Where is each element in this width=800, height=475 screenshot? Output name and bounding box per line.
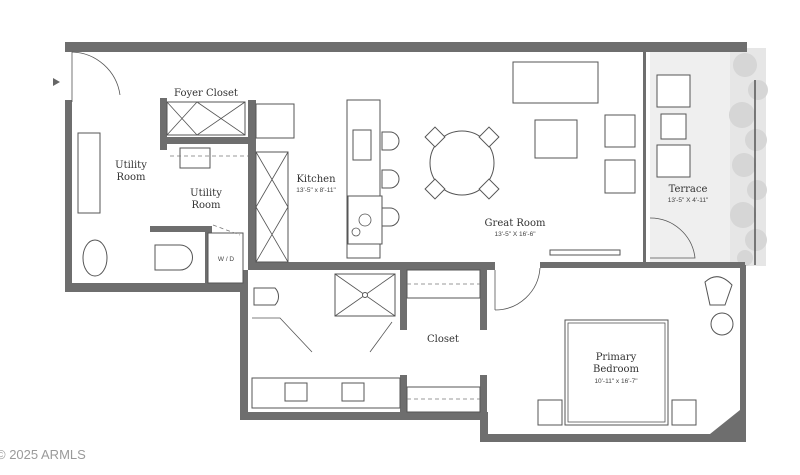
kitchen-label: Kitchen [296,174,336,185]
terrace-dims: 13'-5" X 4'-11" [668,197,709,204]
planter-foliage [729,48,768,266]
nightstand [671,399,697,426]
primary-bedroom-label: Primary [596,352,637,363]
watermark: © 2025 ARMLS [0,447,86,462]
bed [564,319,669,426]
terrace-chair [656,74,691,108]
foyer-closet-shelving [166,101,295,139]
cooktop [347,195,383,245]
armchair [604,159,636,194]
kitchen-dims: 13'-5" x 8'-11" [296,187,336,194]
utility-room-label: Utility [115,160,147,171]
dining-set [424,126,500,200]
terrace-label: Terrace [669,184,708,195]
kitchen-sink [352,129,372,161]
primary-bedroom-dims: 10'-11" x 16'-7" [594,378,638,385]
closet-rods [406,269,481,413]
bedroom-door[interactable] [494,267,541,311]
terrace-table [660,113,687,140]
toilet [253,287,279,306]
primary-bedroom-label: Bedroom [593,364,639,375]
washer-dryer [207,232,244,284]
terrace-chair [656,144,691,178]
bath-doors[interactable] [252,317,393,353]
entry-arrow-icon [53,78,60,86]
kitchen-tall-cabinets [255,151,289,263]
great-room-label: Great Room [485,218,546,229]
double-vanity [251,377,401,409]
utility-toilet [154,244,193,271]
closet-label: Closet [427,334,459,345]
utility-sink-2 [82,239,108,277]
nightstand [537,399,563,426]
media-console [549,249,621,256]
coffee-table [534,119,578,159]
bar-stools [381,131,400,227]
utility-room-label: Room [191,200,221,211]
utility-room-label: Room [116,172,146,183]
washer-dryer-label: W / D [218,256,235,263]
utility-counter [77,132,101,214]
utility-sink [179,147,211,169]
side-table [710,312,734,336]
armchair [604,114,636,148]
great-room-dims: 13'-5" X 16'-6" [494,231,536,238]
utility-room-label: Utility [190,188,222,199]
foyer-closet-label: Foyer Closet [174,88,238,99]
entry-door[interactable] [71,51,121,102]
sofa [512,61,599,104]
bedroom-chair [704,276,733,306]
terrace-door[interactable] [649,217,696,259]
walls [65,42,747,442]
